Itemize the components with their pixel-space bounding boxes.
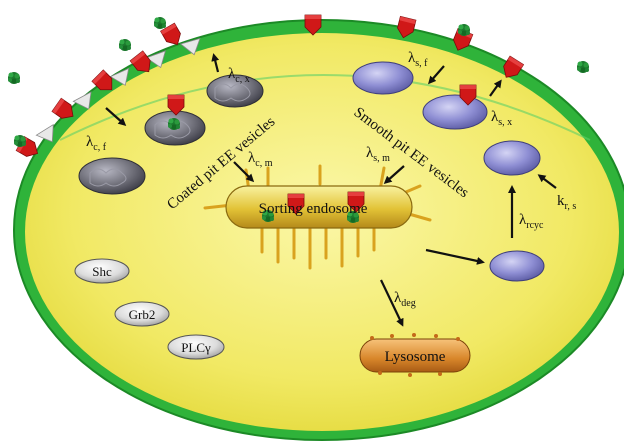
protein-label-shc: Shc: [92, 264, 112, 279]
coated-vesicles: [78, 74, 264, 195]
sorting-endosome: Sorting endosome: [203, 164, 432, 270]
signaling-proteins: Shc Grb2 PLCγ: [74, 258, 225, 360]
cytoplasm: [25, 33, 619, 431]
rate-label-lambda-deg: λdeg: [394, 290, 416, 309]
rate-label-lambda-c-m: λc, m: [248, 150, 273, 169]
rate-label-lambda-s-m: λs, m: [366, 145, 390, 164]
rate-label-lambda-c-x: λc, x: [228, 66, 250, 85]
protein-label-plcg: PLCγ: [181, 340, 211, 355]
rate-label-lambda-s-f: λs, f: [408, 50, 428, 69]
protein-pill: [74, 258, 130, 284]
rate-label-lambda-s-x: λs, x: [491, 109, 512, 128]
lysosome-label: Lysosome: [385, 349, 446, 365]
rate-label-lambda-rcyc: λrcyc: [519, 212, 544, 231]
lysosome: Lysosome: [359, 333, 471, 377]
pathway-arrows: [105, 53, 557, 327]
rate-label-k-r-s: kr, s: [557, 193, 576, 212]
protein-pill: [167, 334, 225, 360]
sorting-endosome-label: Sorting endosome: [259, 201, 368, 217]
rate-label-lambda-c-f: λc, f: [86, 134, 107, 153]
protein-label-grb2: Grb2: [129, 307, 156, 322]
smooth-vesicles: [352, 61, 545, 282]
protein-pill: [114, 301, 170, 327]
membrane-highlight: [59, 74, 591, 141]
rate-labels: λc, x λc, f λc, m λs, f λs, m λs, x λrcy…: [86, 50, 576, 309]
